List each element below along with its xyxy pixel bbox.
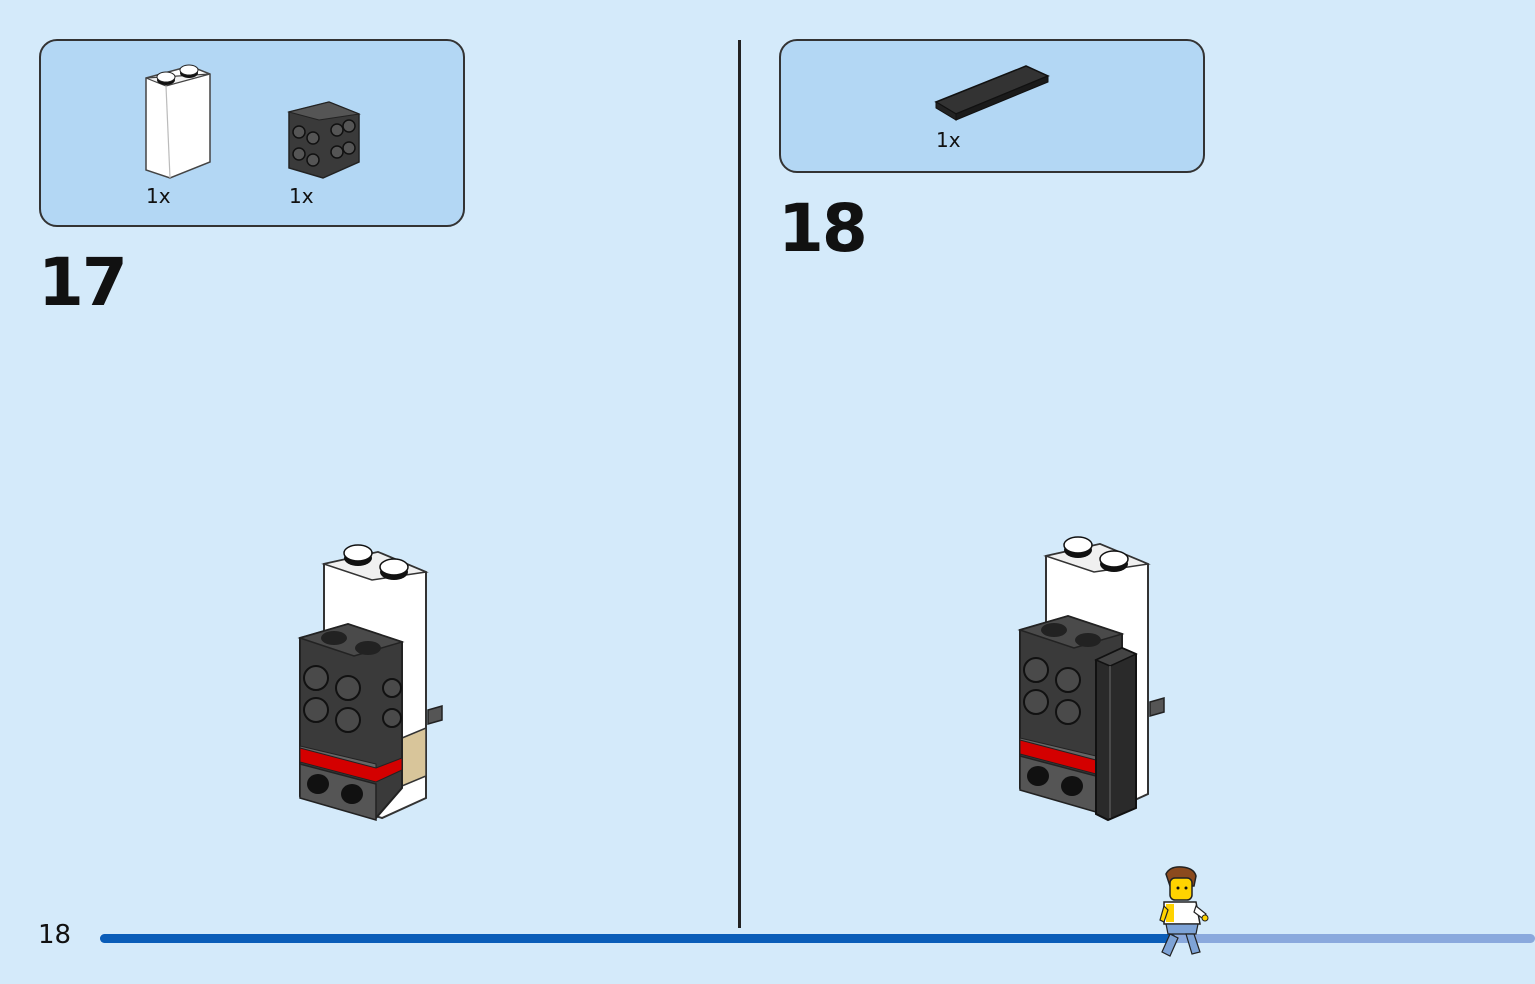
step-number: 17 <box>38 244 128 321</box>
step-17-assembly <box>297 544 443 821</box>
step-number: 18 <box>778 190 868 267</box>
minifigure-icon <box>1159 866 1209 957</box>
page-number: 18 <box>38 920 72 950</box>
step-18-assembly <box>1017 536 1165 822</box>
step-18-parts-box <box>779 39 1205 173</box>
part-qty: 1x <box>936 128 961 152</box>
black-tile-part <box>934 65 1050 121</box>
progress-fill <box>100 934 1176 943</box>
step-17-parts-box <box>39 39 465 227</box>
part-qty: 1x <box>289 184 314 208</box>
part-qty: 1x <box>146 184 171 208</box>
black-side-stud-brick-part <box>287 101 361 179</box>
page-divider <box>738 40 741 928</box>
white-brick-part <box>145 64 211 179</box>
